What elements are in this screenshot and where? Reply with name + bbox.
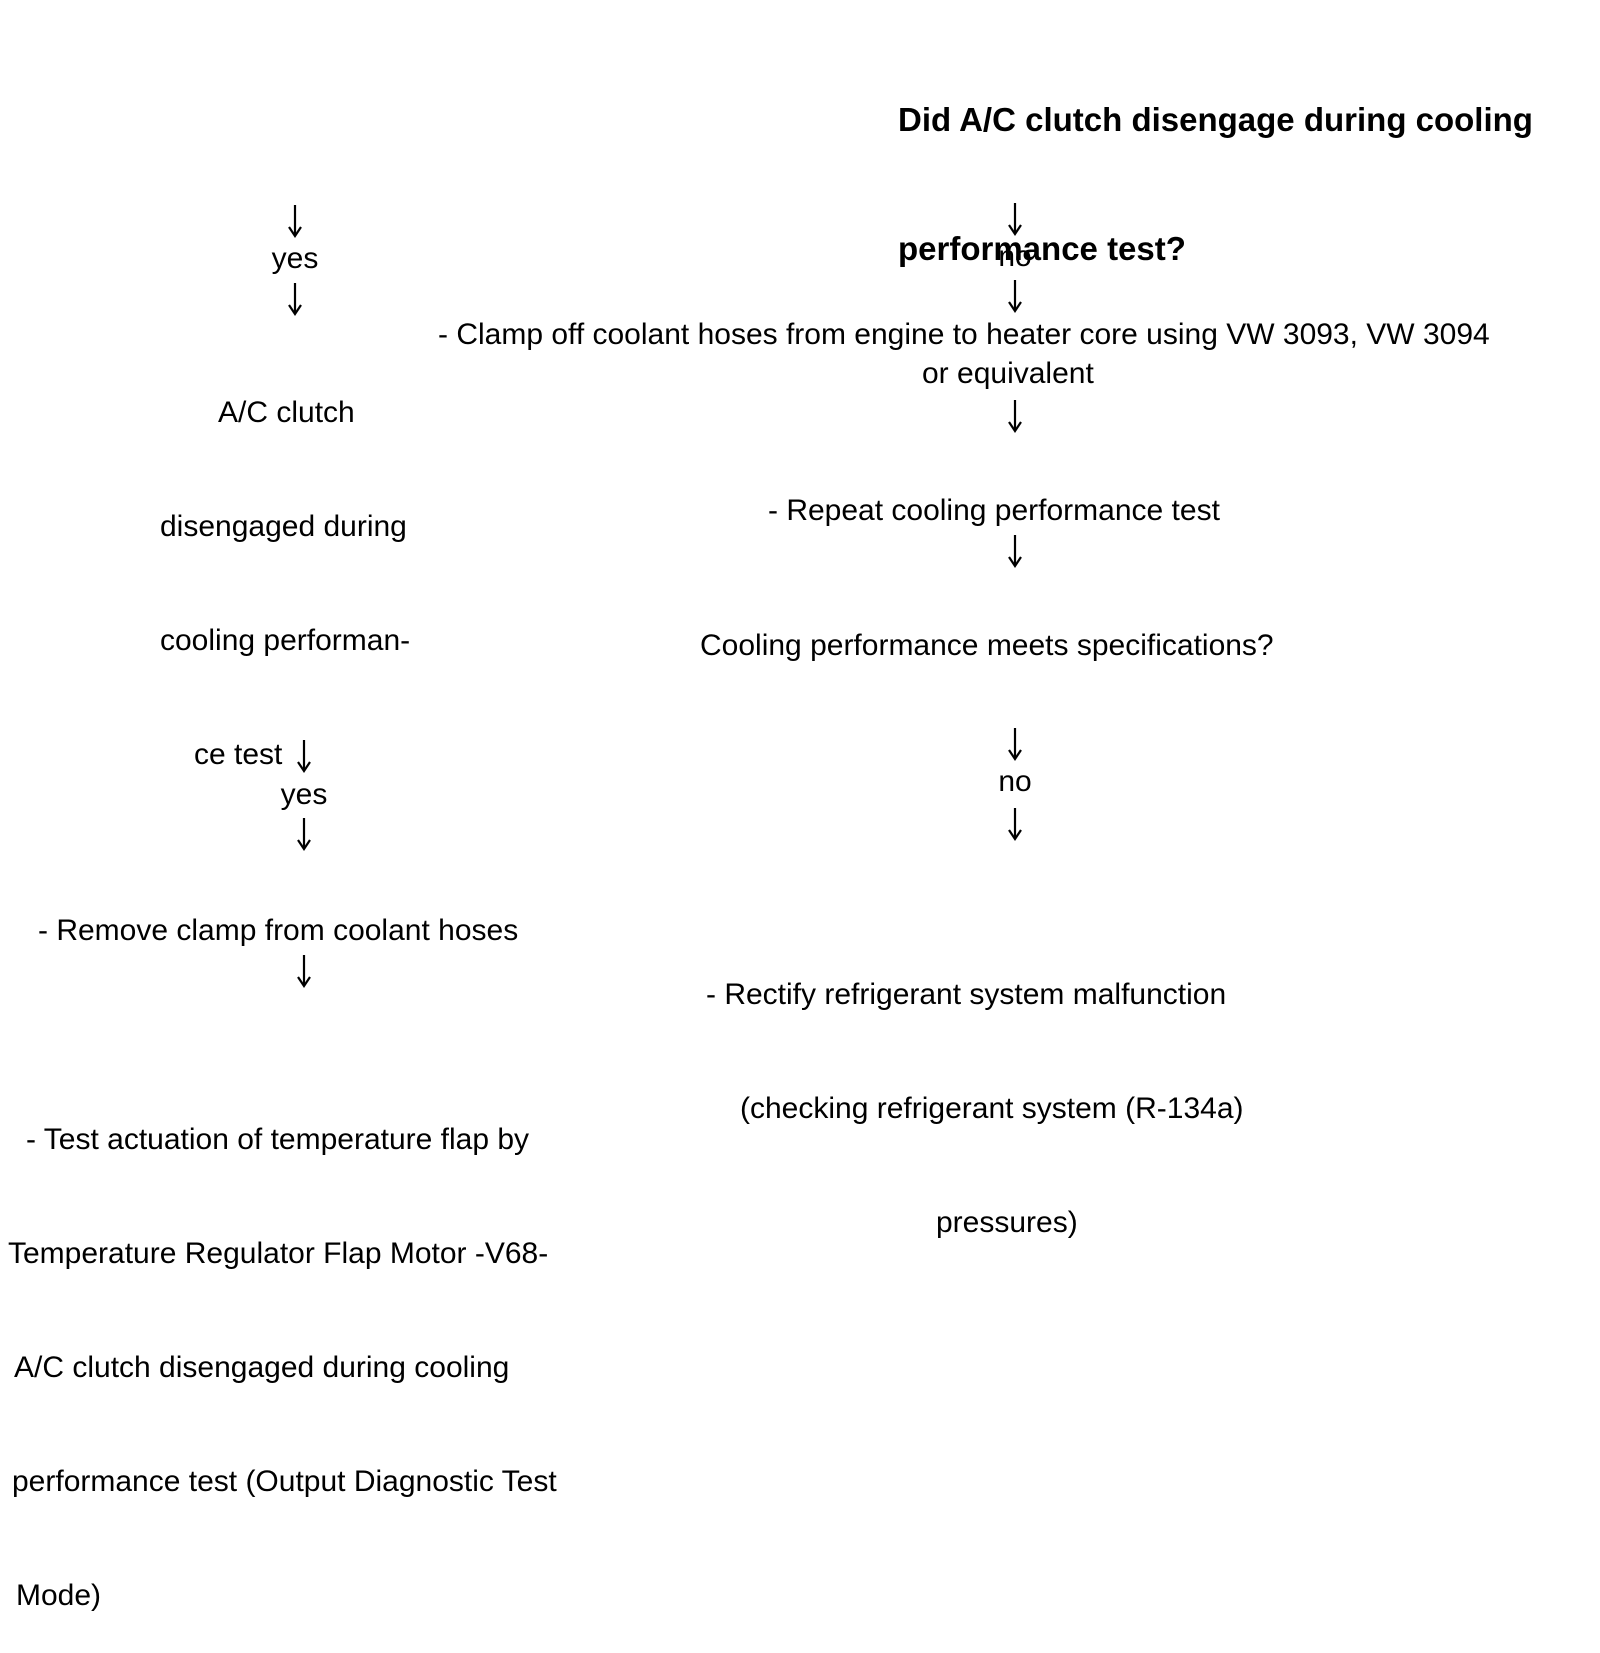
branch-yes-label-2: yes [280, 778, 328, 811]
down-arrow-icon [294, 955, 314, 989]
step-rectify: - Rectify refrigerant system malfunction… [706, 900, 1244, 1280]
down-arrow-icon [294, 818, 314, 852]
question-clutch-disengage: Did A/C clutch disengage during cooling … [898, 12, 1533, 313]
question-line-2: performance test? [898, 230, 1186, 267]
yes-result-line-2: disengaged during [160, 510, 407, 543]
question-line-1: Did A/C clutch disengage during cooling [898, 101, 1533, 138]
down-arrow-icon [285, 205, 305, 239]
yes-result-line-4: ce test [194, 738, 283, 771]
step-clamp-line-2: or equivalent [922, 357, 1094, 390]
down-arrow-icon [1005, 728, 1025, 762]
step-rectify-line-1: - Rectify refrigerant system malfunction [706, 978, 1227, 1011]
yes-result-text: A/C clutch disengaged during cooling per… [160, 318, 410, 812]
question-cooling-specs: Cooling performance meets specifications… [700, 629, 1274, 662]
down-arrow-icon [1005, 535, 1025, 569]
down-arrow-icon [285, 283, 305, 317]
step-test-line-2: Temperature Regulator Flap Motor -V68- [8, 1237, 549, 1270]
down-arrow-icon [1005, 280, 1025, 314]
step-test-line-4: performance test (Output Diagnostic Test [12, 1465, 557, 1498]
branch-no-label: no [998, 240, 1032, 273]
down-arrow-icon [1005, 203, 1025, 237]
down-arrow-icon [1005, 808, 1025, 842]
step-rectify-line-3: pressures) [936, 1206, 1078, 1239]
step-test-line-3: A/C clutch disengaged during cooling [14, 1351, 510, 1384]
step-rectify-line-2: (checking refrigerant system (R-134a) [740, 1092, 1244, 1125]
branch-yes-label: yes [271, 242, 319, 275]
step-test-line-1: - Test actuation of temperature flap by [26, 1123, 530, 1156]
step-remove-clamp: - Remove clamp from coolant hoses [38, 914, 519, 947]
down-arrow-icon [294, 740, 314, 774]
step-clamp-line-1: - Clamp off coolant hoses from engine to… [438, 318, 1490, 351]
step-test-line-5: Mode) [16, 1579, 102, 1612]
yes-result-line-3: cooling performan- [160, 624, 411, 657]
step-repeat-test: - Repeat cooling performance test [768, 494, 1220, 527]
branch-no-label-2: no [998, 765, 1032, 798]
step-test-actuation: - Test actuation of temperature flap by … [8, 1045, 557, 1653]
yes-result-line-1: A/C clutch [218, 396, 355, 429]
down-arrow-icon [1005, 400, 1025, 434]
